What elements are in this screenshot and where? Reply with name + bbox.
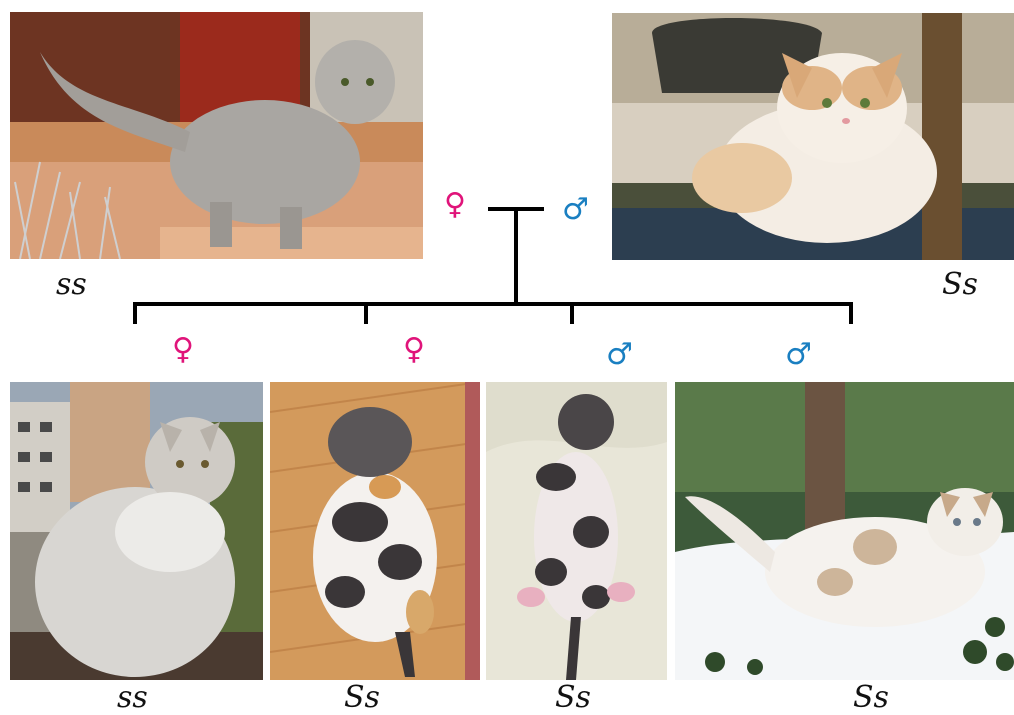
sibship-line bbox=[133, 302, 853, 306]
offspring-2-drop bbox=[364, 302, 368, 324]
offspring-3-photo bbox=[486, 382, 667, 680]
offspring-2-female-symbol: ♀ bbox=[403, 332, 425, 367]
mother-genotype: ss bbox=[56, 267, 87, 302]
offspring-3-genotype: Ss bbox=[555, 680, 591, 715]
mother-photo bbox=[10, 12, 423, 259]
father-male-symbol: ♂ bbox=[562, 192, 589, 227]
offspring-3-male-symbol: ♂ bbox=[606, 337, 633, 372]
descent-line bbox=[514, 207, 518, 306]
offspring-2-photo bbox=[270, 382, 480, 680]
father-genotype: Ss bbox=[942, 267, 978, 302]
offspring-4-drop bbox=[849, 302, 853, 324]
offspring-1-genotype: ss bbox=[117, 680, 148, 715]
offspring-1-drop bbox=[133, 302, 137, 324]
offspring-1-photo bbox=[10, 382, 263, 680]
offspring-4-photo bbox=[675, 382, 1014, 680]
offspring-4-male-symbol: ♂ bbox=[785, 337, 812, 372]
offspring-1-female-symbol: ♀ bbox=[172, 332, 194, 367]
offspring-3-drop bbox=[570, 302, 574, 324]
offspring-2-genotype: Ss bbox=[344, 680, 380, 715]
offspring-4-genotype: Ss bbox=[853, 680, 889, 715]
father-photo bbox=[612, 13, 1014, 260]
mother-female-symbol: ♀ bbox=[444, 187, 466, 222]
